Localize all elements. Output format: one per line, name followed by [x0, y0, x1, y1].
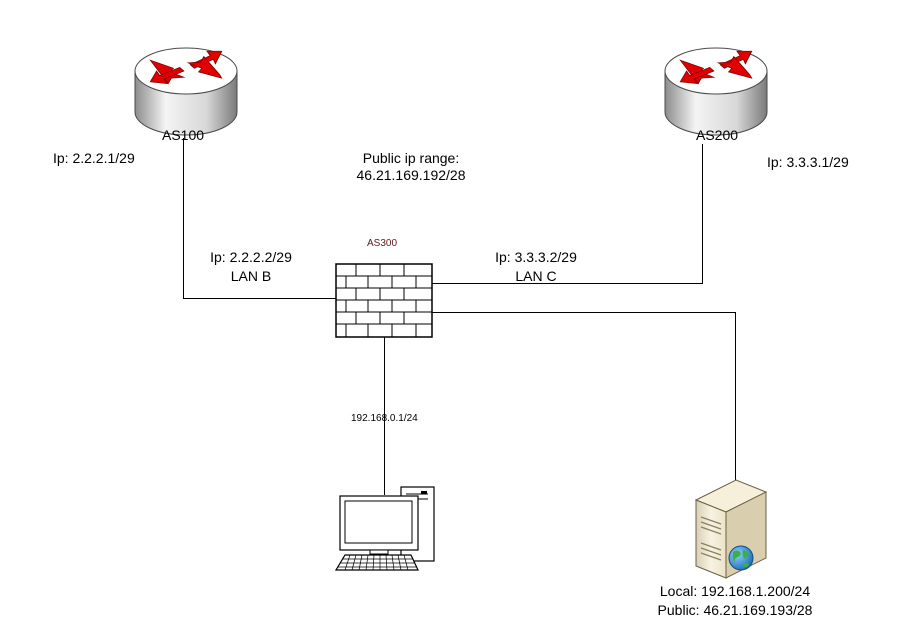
link-as100-lanb — [183, 138, 336, 299]
web-server-icon — [694, 479, 768, 579]
workstation-link-ip-label: 192.168.0.1/24 — [351, 413, 418, 424]
lan-b-ip-label: Ip: 2.2.2.2/29 — [210, 249, 292, 265]
lan-c-label: LAN C — [515, 268, 557, 284]
as200-label: AS200 — [696, 127, 739, 143]
as300-label: AS300 — [367, 238, 398, 249]
as200-ip-label: Ip: 3.3.3.1/29 — [767, 154, 849, 170]
as100-label: AS100 — [162, 127, 205, 143]
public-range-value: 46.21.169.192/28 — [356, 167, 466, 183]
router-icon — [134, 47, 238, 136]
router-icon — [664, 47, 768, 136]
firewall-icon — [335, 263, 433, 338]
server-public-ip-label: Public: 46.21.169.193/28 — [657, 602, 813, 618]
public-range-title: Public ip range: — [362, 150, 460, 166]
as100-ip-label: Ip: 2.2.2.1/29 — [53, 150, 135, 166]
link-fw-server — [432, 312, 736, 480]
lan-c-ip-label: Ip: 3.3.3.2/29 — [495, 249, 577, 265]
server-local-ip-label: Local: 192.168.1.200/24 — [659, 583, 811, 599]
workstation-icon — [334, 486, 435, 571]
link-as200-lanc — [432, 144, 703, 284]
lan-b-label: LAN B — [230, 268, 272, 284]
